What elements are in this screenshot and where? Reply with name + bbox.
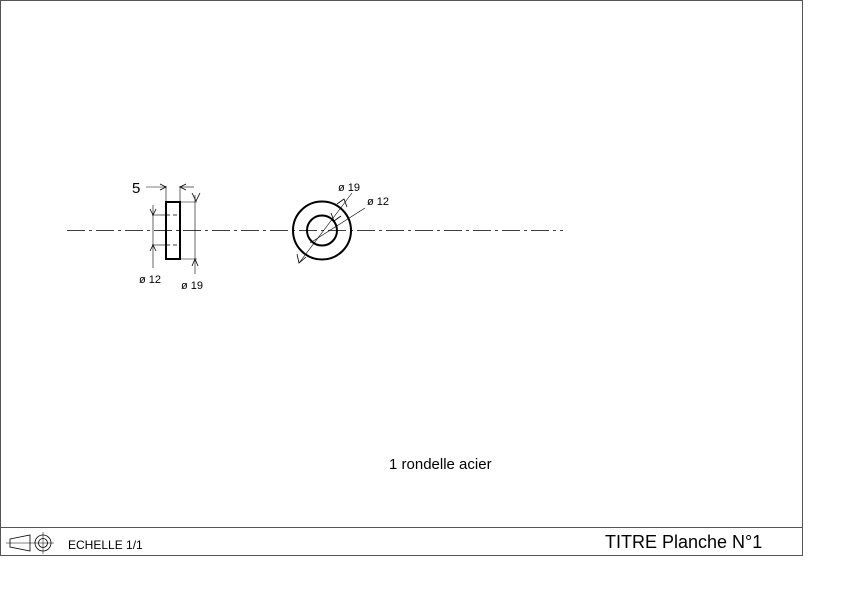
dimension-arrow [149, 244, 157, 252]
first-angle-projection-icon [6, 532, 54, 554]
dimension-arrow [336, 198, 348, 208]
dimension-arrow [191, 257, 199, 267]
part-note: 1 rondelle acier [389, 456, 492, 473]
dimension-arrow [191, 192, 201, 202]
dimension-arrow [159, 183, 167, 191]
dimension-thickness: 5 [132, 180, 140, 197]
side-view: 5 ø 12 ø 19 [132, 180, 203, 292]
title-block: ECHELLE 1/1 TITRE Planche N°1 [6, 532, 762, 554]
washer-inner-circle [306, 214, 338, 247]
scale-label: ECHELLE 1/1 [68, 538, 143, 552]
dimension-arrow [296, 253, 307, 264]
sheet-title: TITRE Planche N°1 [605, 532, 762, 552]
washer-side-outline [165, 201, 181, 260]
dimension-arrow [179, 183, 187, 191]
dimension-outer-diameter-front: ø 19 [338, 182, 360, 194]
leader-line [298, 192, 353, 264]
sheet-border [0, 0, 803, 556]
washer-outer-circle [292, 200, 352, 261]
leader-line [309, 207, 366, 244]
dimension-inner-diameter-front: ø 12 [367, 196, 389, 208]
front-view: ø 19 ø 12 [292, 182, 389, 264]
dimension-inner-diameter-side: ø 12 [139, 274, 161, 286]
dimension-arrow [330, 212, 342, 222]
dimension-outer-diameter-side: ø 19 [181, 280, 203, 292]
dimension-arrow [149, 208, 157, 216]
